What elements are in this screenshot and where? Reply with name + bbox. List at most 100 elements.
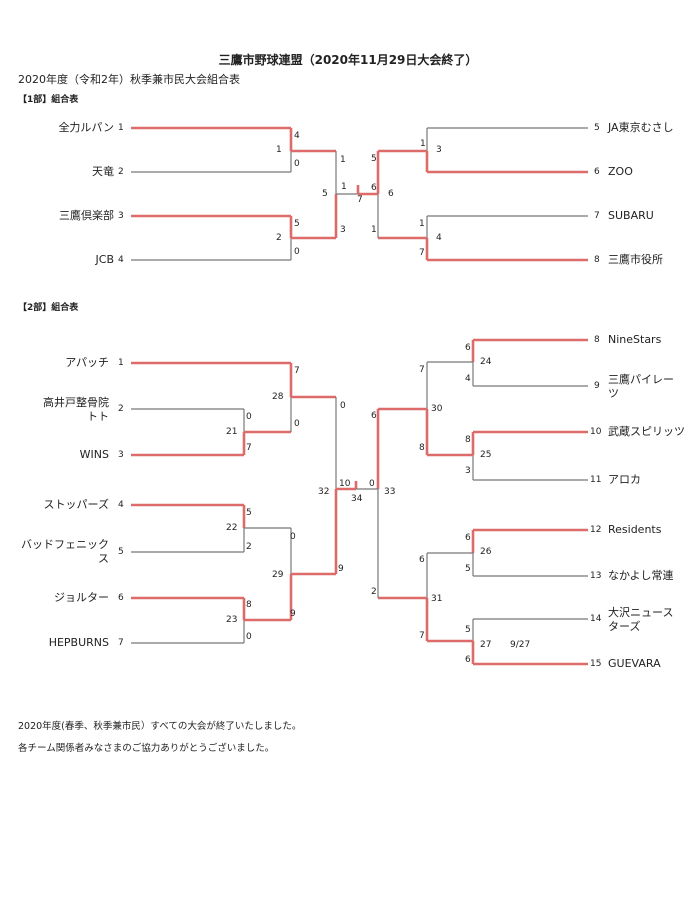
div1-seed: 5 xyxy=(594,123,600,133)
div1-seed: 6 xyxy=(594,167,600,177)
div2-seed: 15 xyxy=(590,659,602,669)
div1-score: 1 xyxy=(371,225,377,235)
footer-line-2: 各チーム関係者みなさまのご協力ありがとうございました。 xyxy=(18,743,275,754)
div2-seed: 11 xyxy=(590,475,602,485)
div1-score: 5 xyxy=(371,154,377,164)
div1-team-name: 三鷹倶楽部 xyxy=(59,209,114,222)
div1-score: 6 xyxy=(371,183,377,193)
div2-seed: 14 xyxy=(590,614,602,624)
div2-team-name: GUEVARA xyxy=(608,657,661,670)
div1-team-name: 天竜 xyxy=(92,165,114,178)
div2-score: 26 xyxy=(480,547,492,557)
div1-score: 1 xyxy=(276,145,282,155)
div2-score: 30 xyxy=(431,404,443,414)
div2-score: 6 xyxy=(465,533,471,543)
div2-team-name: ストッパーズ xyxy=(43,498,109,511)
div1-score: 1 xyxy=(340,155,346,165)
div2-score: 6 xyxy=(419,555,425,565)
div2-score: 24 xyxy=(480,357,492,367)
div2-team-name: HEPBURNS xyxy=(48,636,109,649)
div1-score: 0 xyxy=(294,159,300,169)
div2-score: 32 xyxy=(318,487,330,497)
div2-seed: 10 xyxy=(590,427,602,437)
div1-score: 4 xyxy=(436,233,442,243)
footer-line-1: 2020年度(春季、秋季兼市民）すべての大会が終了いたしました。 xyxy=(18,721,302,732)
div2-date-note: 9/27 xyxy=(510,640,531,650)
div1-team-name: JA東京むさし xyxy=(608,121,674,134)
div2-score: 0 xyxy=(246,632,252,642)
div1-seed: 2 xyxy=(118,167,124,177)
div2-score: 5 xyxy=(465,564,471,574)
page-subtitle: 2020年度（令和2年）秋季兼市民大会組合表 xyxy=(18,73,240,86)
div2-score: 34 xyxy=(351,494,363,504)
div2-team-name: 武蔵スピリッツ xyxy=(608,425,685,438)
div2-score: 27 xyxy=(480,640,492,650)
div2-score: 7 xyxy=(294,366,300,376)
div2-seed: 3 xyxy=(118,450,124,460)
div2-score: 23 xyxy=(226,615,238,625)
div2-score: 7 xyxy=(246,443,252,453)
div2-seed: 12 xyxy=(590,525,602,535)
div2-score: 8 xyxy=(465,435,471,445)
div1-score: 7 xyxy=(419,248,425,258)
div1-team-name: 全力ルパン xyxy=(58,121,114,134)
div1-score: 4 xyxy=(294,131,300,141)
div2-score: 9 xyxy=(338,564,344,574)
div2-seed: 13 xyxy=(590,571,602,581)
div1-team-name: 三鷹市役所 xyxy=(608,253,663,266)
div2-score: 8 xyxy=(246,600,252,610)
div2-team-name: 三鷹パイレー ツ xyxy=(608,373,674,400)
div2-score: 21 xyxy=(226,427,238,437)
div2-score: 10 xyxy=(339,479,351,489)
div1-team-name: ZOO xyxy=(608,165,633,178)
div2-score: 6 xyxy=(465,655,471,665)
div2-score: 2 xyxy=(371,587,377,597)
div2-team-name: NineStars xyxy=(608,333,662,346)
div1-seed: 3 xyxy=(118,211,124,221)
div2-team-name: アロカ xyxy=(608,473,641,486)
div2-score: 7 xyxy=(419,365,425,375)
div2-seed: 1 xyxy=(118,358,124,368)
div2-seed: 5 xyxy=(118,547,124,557)
div2-team-name: アパッチ xyxy=(65,356,109,369)
div1-score: 2 xyxy=(276,233,282,243)
div2-team-name: WINS xyxy=(79,448,109,461)
div2-score: 0 xyxy=(369,479,375,489)
div1-score: 1 xyxy=(341,182,347,192)
div2-seed: 6 xyxy=(118,593,124,603)
div2-score: 0 xyxy=(246,412,252,422)
div2-score: 8 xyxy=(419,443,425,453)
div2-score: 3 xyxy=(465,466,471,476)
div1-seed: 7 xyxy=(594,211,600,221)
div1-heading: 【1部】組合表 xyxy=(18,95,79,105)
div2-team-name: 高井戸整骨院 トト xyxy=(43,396,109,423)
div1-score: 5 xyxy=(322,189,328,199)
div2-score: 29 xyxy=(272,570,284,580)
div2-score: 4 xyxy=(465,374,471,384)
div2-seed: 8 xyxy=(594,335,600,345)
div1-team-name: JCB xyxy=(95,253,114,266)
page-title: 三鷹市野球連盟（2020年11月29日大会終了） xyxy=(218,53,478,67)
div2-team-name: 大沢ニュース ターズ xyxy=(608,606,674,633)
div1-team-name: SUBARU xyxy=(608,209,654,222)
div2-score: 0 xyxy=(294,419,300,429)
div2-score: 33 xyxy=(384,487,396,497)
div2-score: 5 xyxy=(246,508,252,518)
div1-score: 5 xyxy=(294,219,300,229)
div1-score: 3 xyxy=(436,145,442,155)
div1-score: 6 xyxy=(388,189,394,199)
div2-score: 28 xyxy=(272,392,284,402)
div1-seed: 4 xyxy=(118,255,124,265)
div1-score: 7 xyxy=(357,195,363,205)
div2-score: 22 xyxy=(226,523,238,533)
div2-score: 7 xyxy=(419,631,425,641)
div2-score: 5 xyxy=(465,625,471,635)
div2-score: 31 xyxy=(431,594,443,604)
div2-seed: 2 xyxy=(118,404,124,414)
div2-score: 0 xyxy=(340,401,346,411)
div2-team-name: なかよし常連 xyxy=(608,569,674,582)
div1-seed: 8 xyxy=(594,255,600,265)
div2-team-name: Residents xyxy=(608,523,662,536)
div2-score: 2 xyxy=(246,542,252,552)
